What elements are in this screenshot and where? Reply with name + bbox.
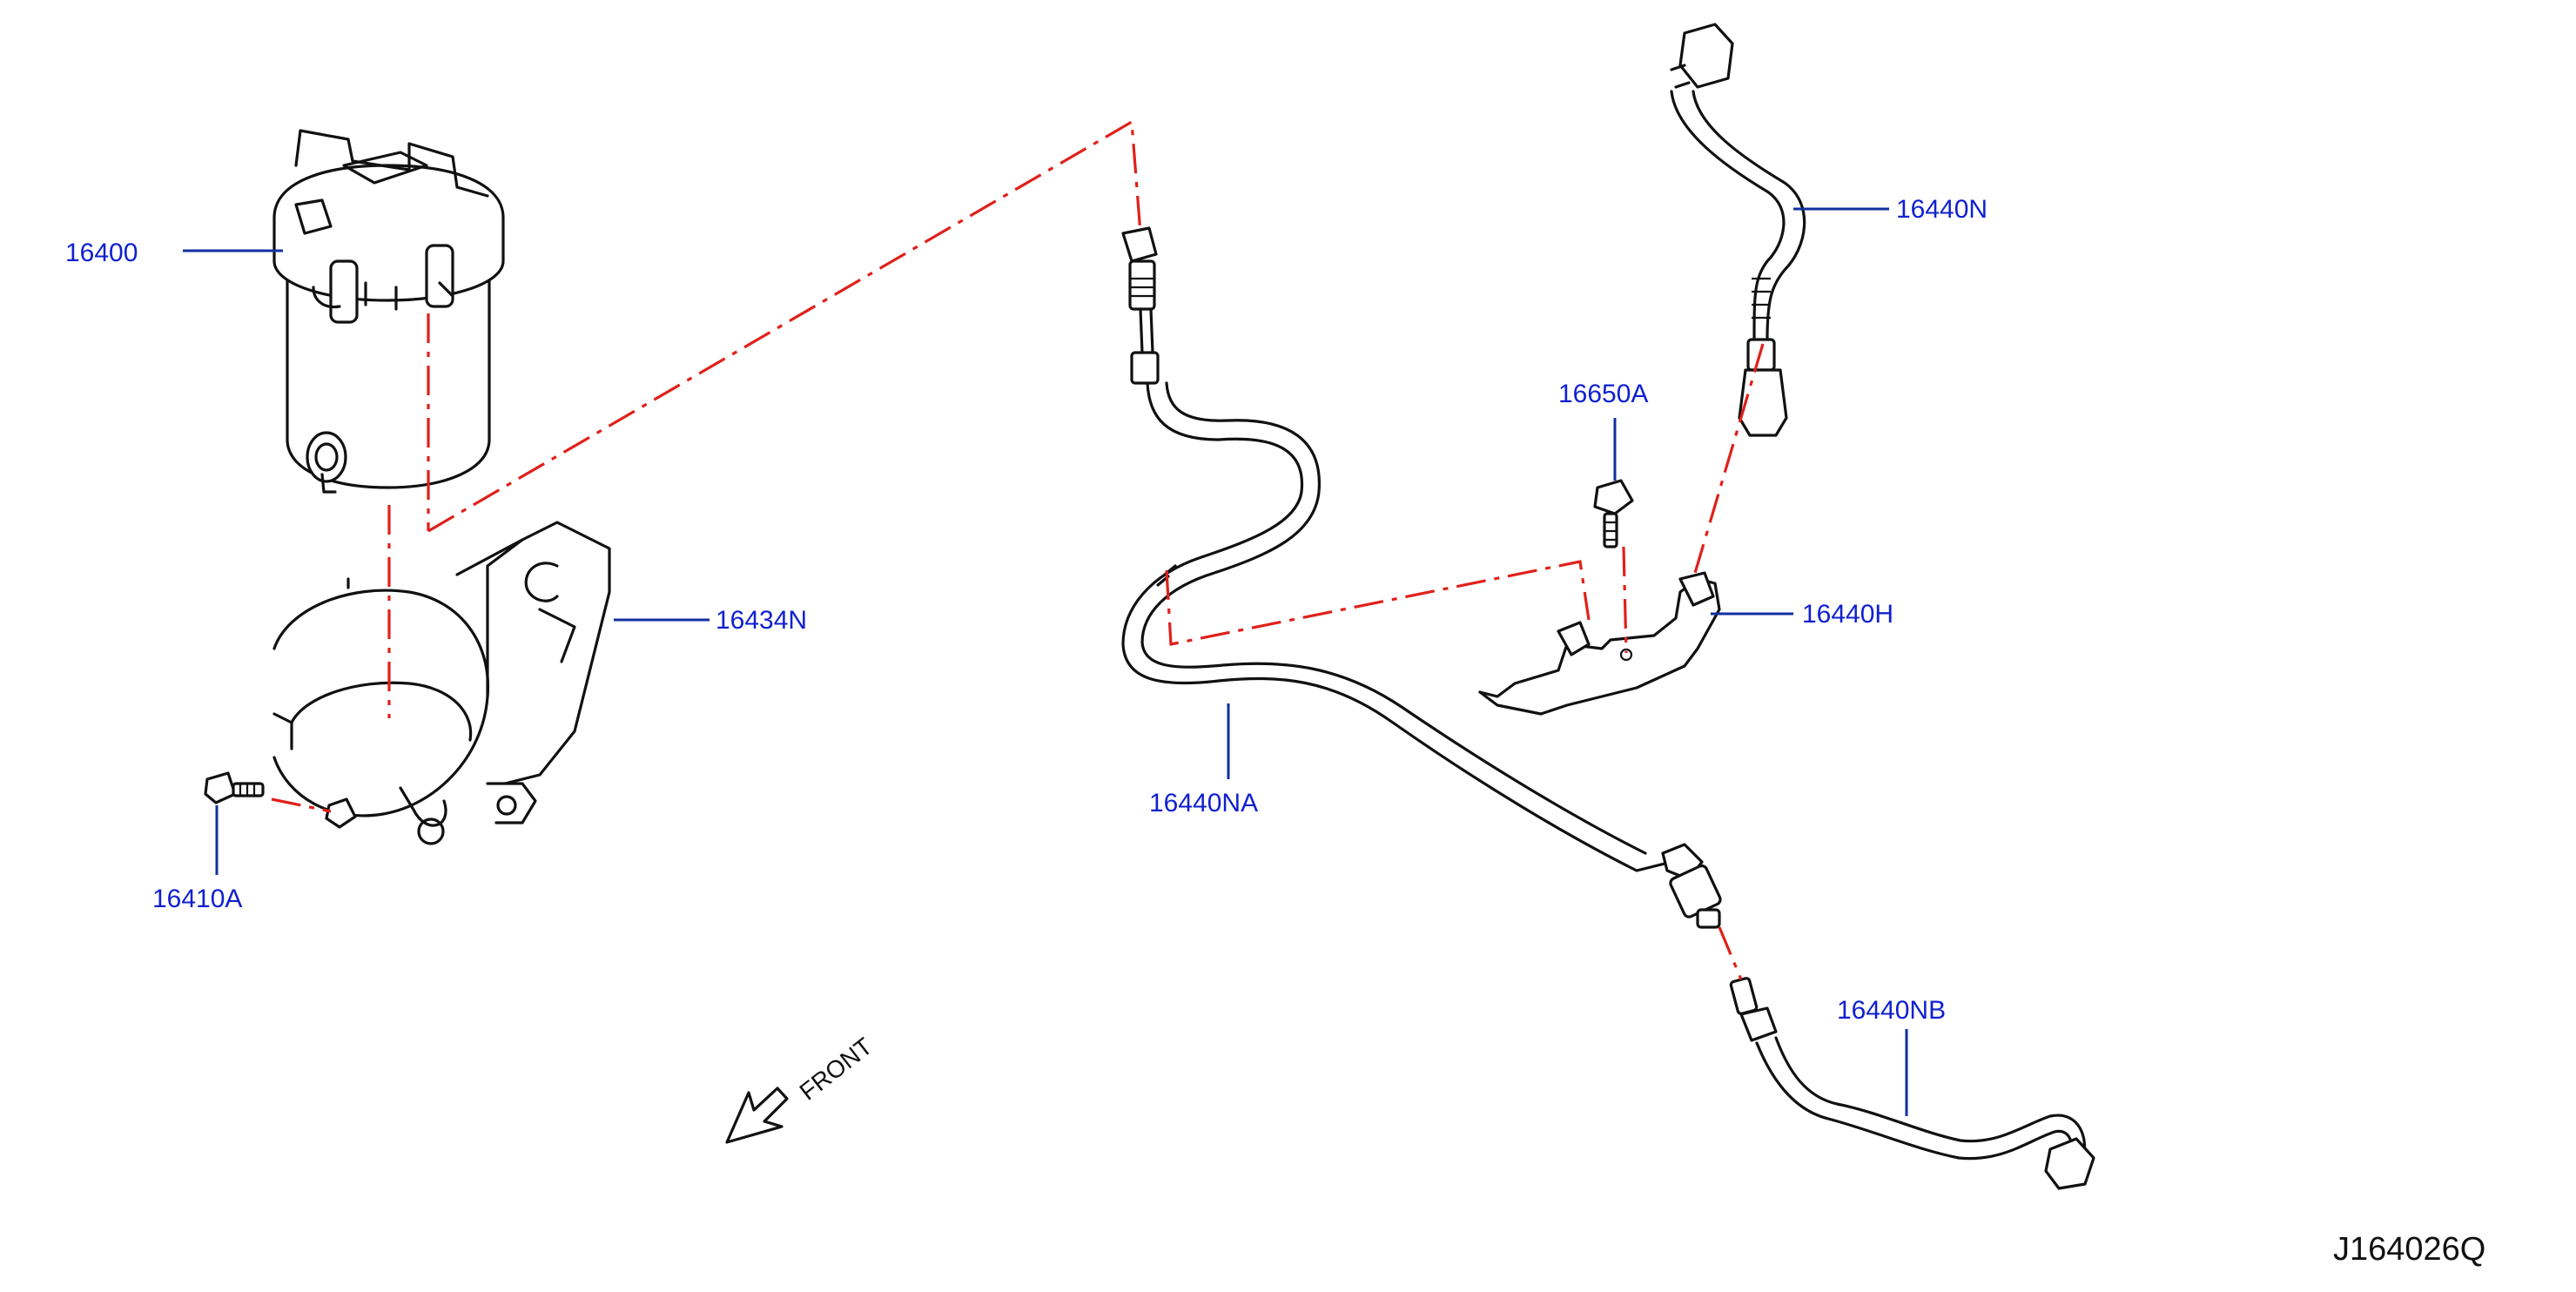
callout-16650A[interactable]: 16650A (1558, 380, 1648, 408)
bolt-16650A[interactable] (1593, 479, 1634, 548)
bolt-16410A[interactable] (204, 771, 357, 829)
callout-16400[interactable]: 16400 (65, 239, 138, 267)
fuel-tube-16440NB[interactable] (1729, 977, 2095, 1190)
callout-16440N[interactable]: 16440N (1896, 195, 1987, 224)
front-direction-arrow: FRONT (725, 1033, 878, 1144)
fuel-filter-16400[interactable] (272, 129, 505, 494)
fuel-tube-16440NA[interactable] (1121, 226, 1722, 929)
leader-lines (183, 207, 1908, 1116)
alignment-lines (271, 119, 1765, 980)
filter-bracket-16434N[interactable] (272, 521, 611, 845)
callout-16440NA[interactable]: 16440NA (1149, 789, 1258, 818)
callout-16440NB[interactable]: 16440NB (1837, 996, 1946, 1025)
fuel-tube-16440N[interactable] (1670, 23, 1806, 437)
tube-bracket-16440H[interactable] (1478, 571, 1721, 716)
callout-16440H[interactable]: 16440H (1802, 600, 1893, 629)
callout-16410A[interactable]: 16410A (152, 885, 242, 913)
front-label: FRONT (795, 1033, 878, 1106)
callout-16434N[interactable]: 16434N (716, 606, 807, 635)
diagram-reference-id: J164026Q (2333, 1231, 2485, 1268)
